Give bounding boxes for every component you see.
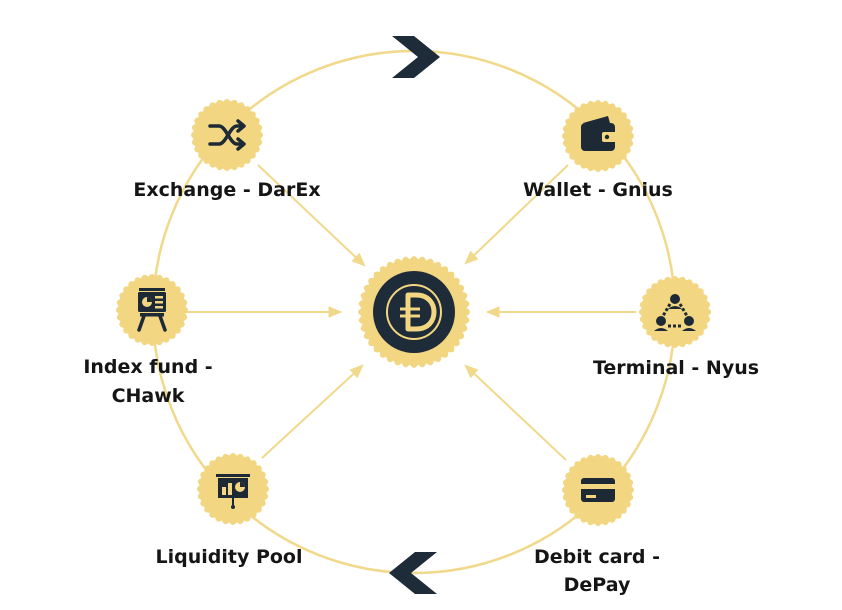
wallet-icon (581, 116, 617, 151)
node-label-wallet: Wallet - Gnius (523, 179, 673, 201)
node-terminal: Terminal - Nyus (593, 276, 759, 379)
shuffle-icon (208, 119, 246, 151)
badge-background (639, 276, 711, 348)
connector-debit-card (464, 364, 567, 461)
connector-liquidity-pool (261, 364, 364, 459)
node-label-line: DePay (564, 574, 631, 596)
node-label-line: Exchange - DarEx (133, 179, 320, 201)
network-nodes-icon (654, 294, 696, 331)
node-index-fund: Index fund - CHawk (83, 274, 213, 407)
chevron-left-icon (389, 552, 437, 594)
chart-board-icon (216, 474, 250, 509)
node-label-exchange: Exchange - DarEx (133, 179, 320, 201)
node-label-debit-card: Debit card - DePay (534, 546, 660, 596)
presentation-board-icon (137, 288, 167, 332)
node-label-liquidity-pool: Liquidity Pool (156, 546, 303, 568)
darico-logo-icon (386, 284, 442, 340)
node-label-line: Wallet - Gnius (523, 179, 673, 201)
connector-wallet (464, 164, 569, 265)
node-label-line: Debit card - (534, 546, 660, 568)
node-label-line: Index fund - (83, 356, 212, 378)
node-exchange: Exchange - DarEx (133, 99, 321, 201)
node-liquidity-pool: Liquidity Pool (156, 453, 303, 568)
connector-exchange (257, 164, 366, 267)
node-label-line: Terminal - Nyus (593, 357, 759, 379)
node-label-line: Liquidity Pool (156, 546, 303, 568)
node-label-terminal: Terminal - Nyus (593, 357, 759, 379)
node-label-line: CHawk (112, 385, 185, 407)
chevron-right-icon (392, 36, 440, 78)
node-label-index-fund: Index fund - CHawk (83, 356, 212, 407)
center-badge (358, 256, 470, 368)
node-wallet: Wallet - Gnius (523, 100, 673, 201)
credit-card-icon (581, 478, 615, 502)
connectors (186, 164, 636, 461)
node-debit-card: Debit card - DePay (534, 454, 660, 596)
